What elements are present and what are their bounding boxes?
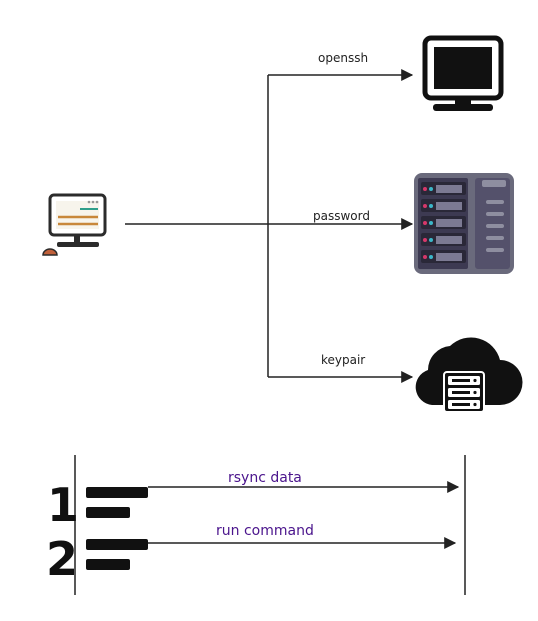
monitor-icon (422, 35, 504, 111)
step-2-label: run command (216, 523, 314, 539)
step-1-icon: 1 (47, 478, 148, 532)
step-2-icon: 2 (46, 532, 148, 586)
step-1-number: 1 (47, 478, 79, 532)
computer-icon (42, 193, 107, 256)
edge-lines (125, 69, 414, 383)
server-rack-icon (414, 173, 514, 274)
lifelines (74, 455, 466, 595)
step-1-label: rsync data (228, 470, 302, 486)
edge-label-password: password (313, 209, 370, 223)
step-2-number: 2 (46, 532, 78, 586)
cloud-server-icon (415, 337, 523, 413)
edge-label-openssh: openssh (318, 51, 368, 65)
edge-label-keypair: keypair (321, 353, 365, 367)
step-arrows (148, 481, 460, 549)
